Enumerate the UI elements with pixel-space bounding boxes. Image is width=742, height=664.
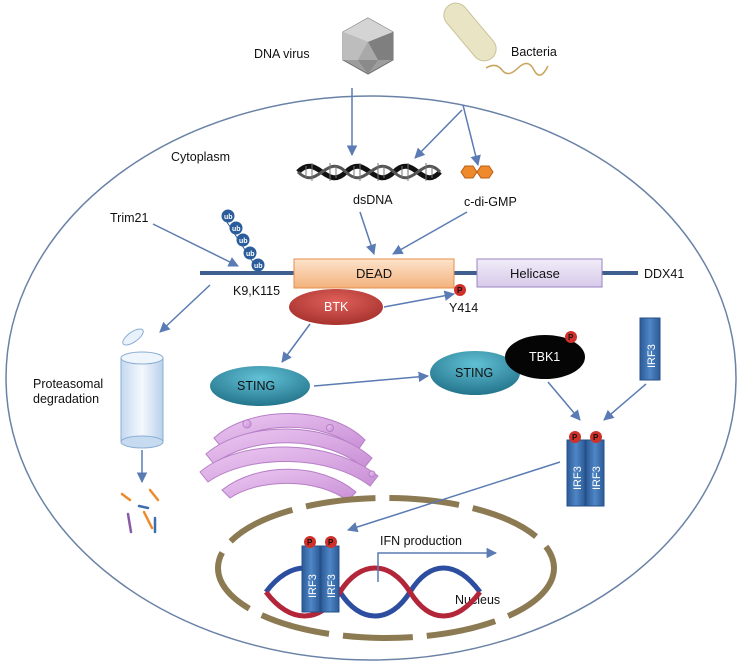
y414-label: Y414 xyxy=(449,301,478,315)
arrow-ddx41-to-proteasome xyxy=(159,284,211,333)
ubiquitin-2 xyxy=(229,221,243,235)
sting-node-2 xyxy=(430,351,520,395)
proteasomal-label: Proteasomal xyxy=(33,377,103,391)
bacteria-label: Bacteria xyxy=(511,45,557,59)
cell-membrane xyxy=(5,95,737,661)
cytoplasm-label: Cytoplasm xyxy=(171,150,230,164)
sting-label-1: STING xyxy=(237,379,275,393)
ddx41-label: DDX41 xyxy=(644,267,684,281)
dsdna-helix-icon xyxy=(296,163,442,181)
arrow-sting-to-sting-tbk1 xyxy=(313,371,430,387)
arrow-trim21-to-ddx41 xyxy=(152,223,239,267)
irf3-monomer: IRF3 xyxy=(639,317,661,381)
golgi-stack-icon xyxy=(199,413,379,502)
ubiquitin-chain: ub ub ub ub ub xyxy=(221,209,265,272)
cdigmp-molecule-icon xyxy=(460,165,494,179)
tbk1-p-label: P xyxy=(568,333,574,342)
tbk1-label: TBK1 xyxy=(529,350,560,364)
ub-label-3: ub xyxy=(239,238,248,245)
ubiquitin-4 xyxy=(243,246,257,260)
irf3-dimer-p-1: P xyxy=(572,433,578,442)
nucleus-envelope xyxy=(215,495,557,641)
dsdna-label: dsDNA xyxy=(353,193,393,207)
trim21-label: Trim21 xyxy=(110,211,148,225)
y414-p-label: P xyxy=(457,286,463,295)
irf3-nuc-label-2: IRF3 xyxy=(326,574,338,598)
btk-node xyxy=(289,289,383,325)
irf3-monomer-label: IRF3 xyxy=(646,344,658,368)
irf3-nuc-label-1: IRF3 xyxy=(307,574,319,598)
arrow-btk-to-sting xyxy=(281,323,311,363)
helicase-domain-label: Helicase xyxy=(510,266,560,281)
irf3-nuc-p-1: P xyxy=(307,538,313,547)
rod-bacterium-icon xyxy=(443,2,549,76)
degradation-label: degradation xyxy=(33,392,99,406)
k9-k115-label: K9,K115 xyxy=(233,284,280,298)
arrow-ifn-production xyxy=(377,547,498,582)
ub-label-5: ub xyxy=(254,263,263,270)
tbk1-phospho-circle xyxy=(565,331,577,343)
irf3-dimer-nucleus: IRF3 IRF3 P P xyxy=(301,536,340,613)
irf3-dimer-p-2: P xyxy=(593,433,599,442)
arrow-tbk1-to-irf3-dimer xyxy=(547,381,581,421)
proteasome-cylinder-icon xyxy=(120,328,164,449)
dead-domain-box xyxy=(293,258,455,289)
arrow-btk-to-y414 xyxy=(383,290,456,308)
dead-domain-label: DEAD xyxy=(356,266,392,281)
irf3-dimer-label-2: IRF3 xyxy=(591,466,603,490)
arrow-cdigmp-to-dead xyxy=(392,211,468,255)
arrow-bacteria-to-dsdna xyxy=(414,109,463,159)
peptide-fragments xyxy=(120,488,160,534)
icosahedron-icon xyxy=(342,17,394,75)
tbk1-node xyxy=(505,335,585,379)
sting-label-2: STING xyxy=(455,366,493,380)
arrow-dsdna-to-dead xyxy=(359,211,376,255)
irf3-nuc-p-2: P xyxy=(328,538,334,547)
ubiquitin-5 xyxy=(251,258,265,272)
ub-label-2: ub xyxy=(232,226,241,233)
ifn-production-label: IFN production xyxy=(380,534,462,548)
cdigmp-label: c-di-GMP xyxy=(464,195,517,209)
y414-phospho-circle xyxy=(454,284,466,296)
btk-label: BTK xyxy=(324,300,349,314)
nuclear-dna-helix xyxy=(264,565,482,619)
ubiquitin-3 xyxy=(236,233,250,247)
irf3-dimer-label-1: IRF3 xyxy=(572,466,584,490)
arrow-bacteria-to-cdigmp xyxy=(462,104,481,167)
arrow-irf3-to-dimer xyxy=(603,383,647,421)
arrow-dimer-to-nucleus xyxy=(347,461,561,533)
helicase-domain-box xyxy=(476,258,603,288)
ubiquitin-1 xyxy=(221,209,235,223)
dna-virus-label: DNA virus xyxy=(254,47,310,61)
irf3-dimer-cytoplasm: IRF3 IRF3 P P xyxy=(566,431,605,507)
sting-node-1 xyxy=(210,366,310,406)
ub-label-1: ub xyxy=(224,214,233,221)
ub-label-4: ub xyxy=(246,251,255,258)
